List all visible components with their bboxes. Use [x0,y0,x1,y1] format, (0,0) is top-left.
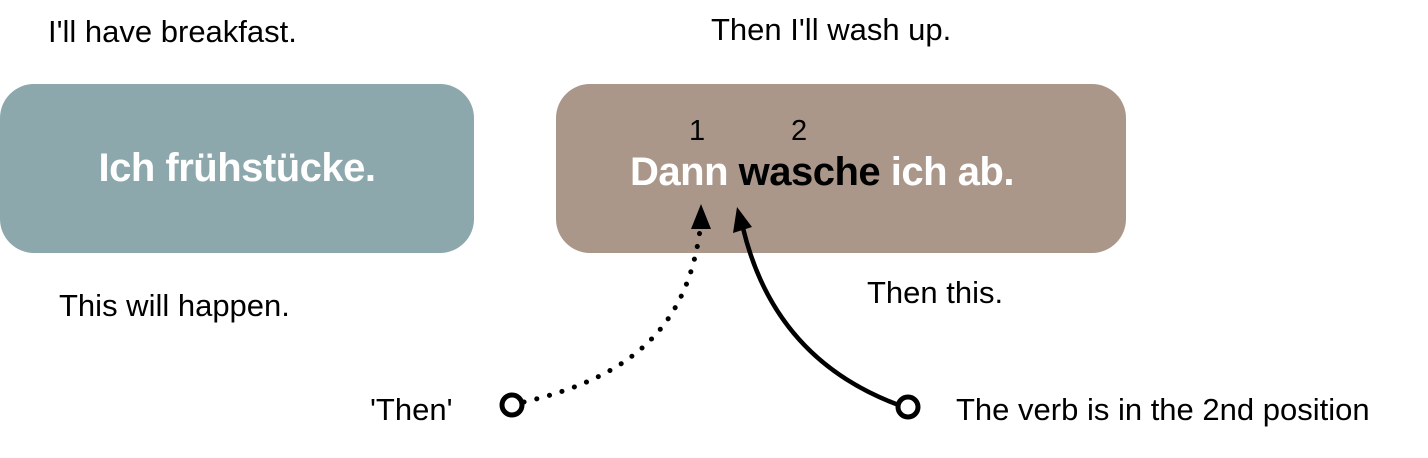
dotted-arrow-line [521,219,704,405]
verb-annotation-label: The verb is in the 2nd position [956,392,1370,427]
right-sentence: Dann wasche ich ab. [630,150,1014,195]
right-caption-side: Then this. [867,275,1004,310]
verb-marker-circle [895,394,921,420]
left-sentence-card: Ich frühstücke. [0,84,474,253]
position-2-number: 2 [791,115,808,147]
left-caption-bottom: This will happen. [59,288,290,323]
then-annotation-label: 'Then' [370,392,453,427]
left-sentence: Ich frühstücke. [98,146,376,190]
right-caption-top: Then I'll wash up. [711,12,952,47]
word-wasche: wasche [738,150,881,194]
word-dann: Dann [630,150,729,194]
word-rest: ich ab. [890,150,1015,194]
solid-arrow-head [733,207,752,233]
left-caption-top: I'll have breakfast. [48,14,297,49]
dotted-arrow-head [691,204,711,229]
then-marker-circle [499,392,525,418]
solid-arrow-line [740,225,899,407]
position-1-number: 1 [689,115,706,147]
right-sentence-card: 1 2 Dann wasche ich ab. [556,84,1126,253]
